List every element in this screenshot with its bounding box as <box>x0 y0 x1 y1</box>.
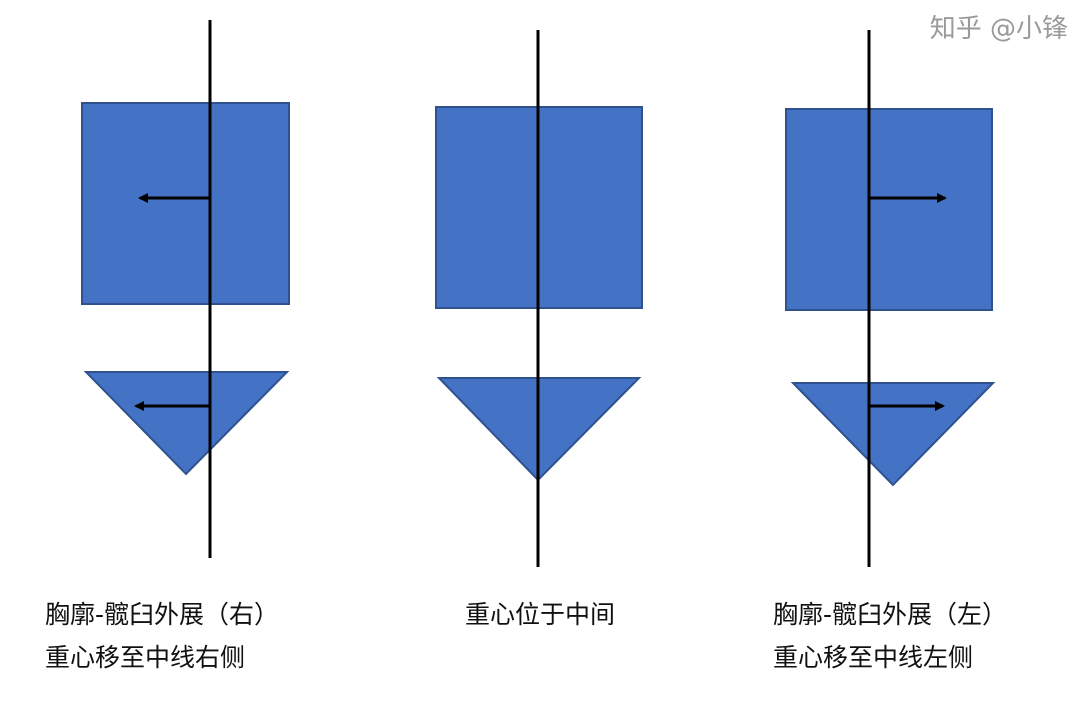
panel-left-shift <box>785 30 996 567</box>
panel-centered <box>435 30 643 567</box>
caption-line1: 胸廓-髋臼外展（右） <box>45 600 280 629</box>
caption-left-shift: 胸廓-髋臼外展（左） 重心移至中线左侧 <box>773 593 1007 679</box>
caption-line2: 重心移至中线右侧 <box>45 643 246 672</box>
thorax-square <box>81 102 290 305</box>
caption-line2: 重心移至中线左侧 <box>773 643 974 672</box>
caption-line1: 重心位于中间 <box>465 600 616 629</box>
panel-right-shift <box>81 20 290 558</box>
thorax-square <box>785 108 993 311</box>
pelvis-triangle <box>790 382 996 487</box>
caption-line1: 胸廓-髋臼外展（左） <box>773 600 1008 629</box>
watermark: 知乎 @小锋 <box>929 14 1068 44</box>
caption-right-shift: 胸廓-髋臼外展（右） 重心移至中线右侧 <box>45 593 279 679</box>
caption-centered: 重心位于中间 <box>465 593 615 636</box>
pelvis-triangle <box>83 371 290 476</box>
